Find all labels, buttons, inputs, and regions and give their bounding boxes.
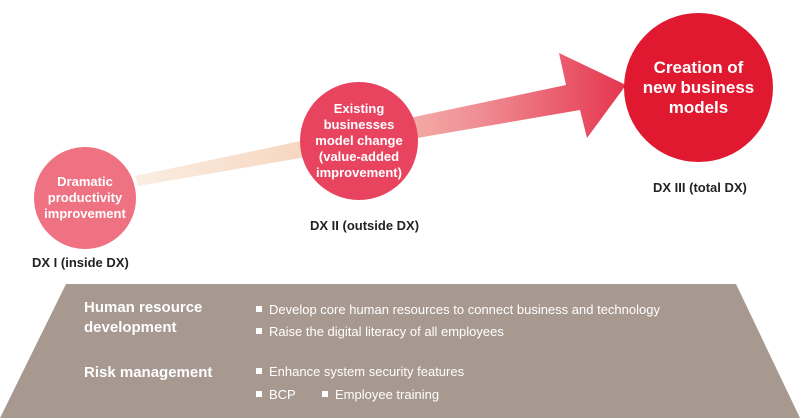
stage-1-circle: Dramatic productivity improvement	[34, 147, 136, 249]
stage-2-circle: Existing businesses model change (value-…	[300, 82, 418, 200]
risk-management-item: Enhance system security features	[256, 364, 464, 380]
risk-management-heading: Risk management	[84, 364, 213, 381]
stage-3-circle-text: Creation of new business models	[642, 57, 755, 117]
risk-management-item: BCP	[256, 387, 296, 403]
stage-2-circle-text: Existing businesses model change (value-…	[315, 101, 403, 180]
risk-management-item: Employee training	[322, 387, 439, 403]
human-resource-item: Develop core human resources to connect …	[256, 302, 660, 318]
stage-1-circle-text: Dramatic productivity improvement	[44, 174, 126, 221]
stage-3-label: DX III (total DX)	[653, 180, 747, 195]
human-resource-heading: Human resource development	[84, 299, 203, 336]
stage-2-label: DX II (outside DX)	[310, 218, 420, 233]
growth-arrow	[135, 53, 626, 186]
stage-1-label: DX I (inside DX)	[32, 255, 129, 270]
human-resource-item: Raise the digital literacy of all employ…	[256, 324, 504, 340]
stage-3-circle: Creation of new business models	[624, 13, 773, 162]
